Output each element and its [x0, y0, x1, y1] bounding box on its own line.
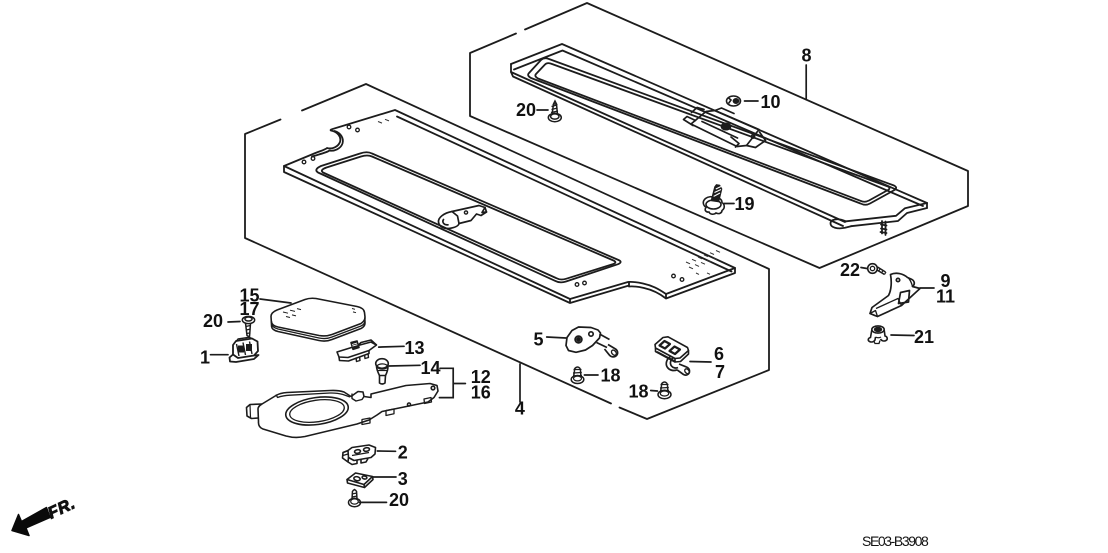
svg-text:20: 20 [389, 490, 409, 510]
svg-text:21: 21 [914, 327, 934, 347]
svg-text:18: 18 [628, 382, 648, 402]
svg-text:22: 22 [840, 260, 860, 280]
svg-text:4: 4 [515, 399, 525, 419]
svg-text:14: 14 [420, 358, 440, 378]
svg-text:1: 1 [200, 348, 210, 368]
svg-text:10: 10 [760, 92, 780, 112]
svg-text:6: 6 [714, 344, 724, 364]
svg-text:18: 18 [600, 366, 620, 386]
svg-text:19: 19 [734, 194, 754, 214]
svg-text:8: 8 [801, 46, 811, 66]
svg-text:16: 16 [471, 383, 491, 403]
svg-text:SE03-B3908: SE03-B3908 [862, 533, 929, 549]
svg-text:11: 11 [936, 287, 955, 307]
svg-text:20: 20 [203, 311, 223, 331]
svg-text:2: 2 [398, 443, 408, 463]
svg-text:7: 7 [715, 362, 725, 382]
svg-text:17: 17 [239, 299, 259, 319]
svg-text:20: 20 [516, 100, 536, 120]
svg-text:13: 13 [404, 338, 424, 358]
svg-text:15: 15 [239, 286, 259, 306]
svg-text:9: 9 [940, 271, 950, 291]
svg-text:5: 5 [533, 330, 543, 350]
svg-text:3: 3 [398, 469, 408, 489]
svg-text:12: 12 [471, 367, 491, 387]
